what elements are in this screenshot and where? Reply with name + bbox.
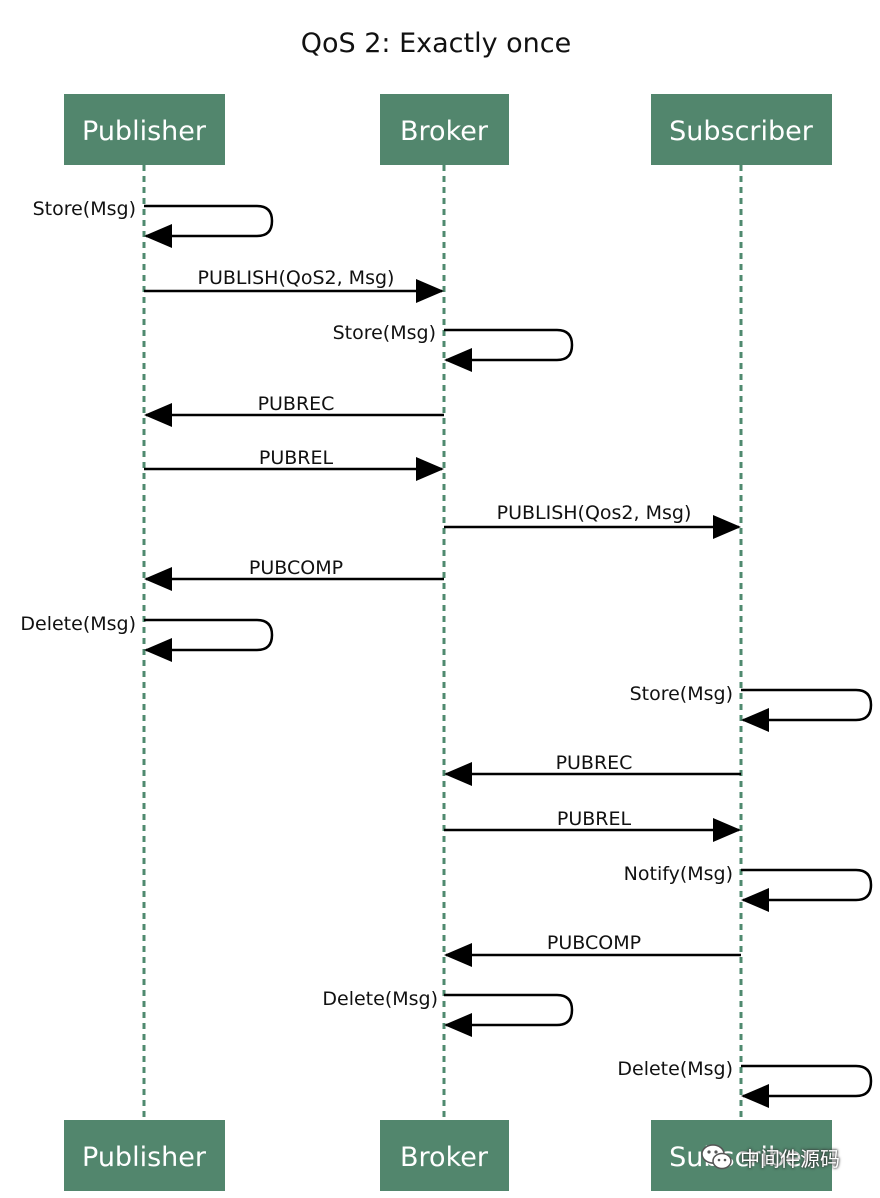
- message-label: Delete(Msg): [322, 988, 438, 1010]
- message-label: PUBREC: [556, 752, 633, 774]
- message-delete-publisher: Delete(Msg): [20, 613, 274, 662]
- participant-label: Publisher: [82, 116, 207, 147]
- self-arrow: [741, 868, 873, 912]
- message-pubcomp-to-broker: PUBCOMP: [444, 932, 741, 967]
- watermark: 中间件源码: [700, 1142, 840, 1172]
- message-label: Store(Msg): [630, 683, 733, 705]
- message-label: PUBREC: [258, 393, 335, 415]
- participant-label: Broker: [400, 116, 489, 147]
- message-delete-subscriber: Delete(Msg): [617, 1058, 873, 1108]
- participant-label: Publisher: [82, 1142, 207, 1173]
- participant-box: [380, 1120, 509, 1191]
- message-pubrel-to-subscriber: PUBREL: [444, 808, 741, 842]
- message-store-publisher: Store(Msg): [33, 198, 274, 248]
- participant-box: [64, 94, 225, 165]
- message-label: Notify(Msg): [624, 863, 733, 885]
- message-label: PUBCOMP: [547, 932, 641, 954]
- message-publish-to-broker: PUBLISH(QoS2, Msg): [144, 267, 444, 303]
- self-arrow: [741, 1064, 873, 1108]
- participant-box: [380, 94, 509, 165]
- diagram-title: QoS 2: Exactly once: [301, 28, 572, 59]
- message-pubrec-to-broker: PUBREC: [444, 752, 741, 786]
- message-delete-broker: Delete(Msg): [322, 988, 574, 1037]
- message-pubrec-to-publisher: PUBREC: [144, 393, 444, 427]
- participant-box: [651, 94, 832, 165]
- self-arrow: [741, 688, 873, 732]
- message-store-broker: Store(Msg): [333, 322, 574, 372]
- message-label: Delete(Msg): [617, 1058, 733, 1080]
- wechat-icon: [701, 1144, 732, 1170]
- watermark-text: 中间件源码: [740, 1146, 840, 1171]
- participant-label: Subscriber: [669, 116, 814, 147]
- self-arrow: [144, 618, 274, 662]
- self-arrow: [144, 204, 274, 248]
- message-pubcomp-to-publisher: PUBCOMP: [144, 557, 444, 591]
- message-notify-subscriber: Notify(Msg): [624, 863, 873, 912]
- participant-publisher-bottom: Publisher: [64, 1120, 225, 1191]
- message-label: PUBLISH(Qos2, Msg): [497, 502, 692, 524]
- participant-subscriber-top: Subscriber: [651, 94, 832, 165]
- message-label: PUBREL: [557, 808, 632, 830]
- participant-label: Subscriber: [669, 1142, 814, 1173]
- message-label: PUBREL: [259, 447, 334, 469]
- message-label: PUBCOMP: [249, 557, 343, 579]
- self-arrow: [444, 328, 574, 372]
- participant-label: Broker: [400, 1142, 489, 1173]
- participant-broker-top: Broker: [380, 94, 509, 165]
- message-label: Delete(Msg): [20, 613, 136, 635]
- message-label: Store(Msg): [33, 198, 136, 220]
- participant-broker-bottom: Broker: [380, 1120, 509, 1191]
- message-label: PUBLISH(QoS2, Msg): [198, 267, 395, 289]
- message-pubrel-to-broker: PUBREL: [144, 447, 444, 481]
- participant-box: [64, 1120, 225, 1191]
- participant-subscriber-bottom: Subscriber: [651, 1120, 832, 1191]
- message-store-subscriber: Store(Msg): [630, 683, 873, 732]
- self-arrow: [444, 993, 574, 1037]
- participant-box: [651, 1120, 832, 1191]
- message-publish-to-subscriber: PUBLISH(Qos2, Msg): [444, 502, 741, 539]
- message-label: Store(Msg): [333, 322, 436, 344]
- participant-publisher-top: Publisher: [64, 94, 225, 165]
